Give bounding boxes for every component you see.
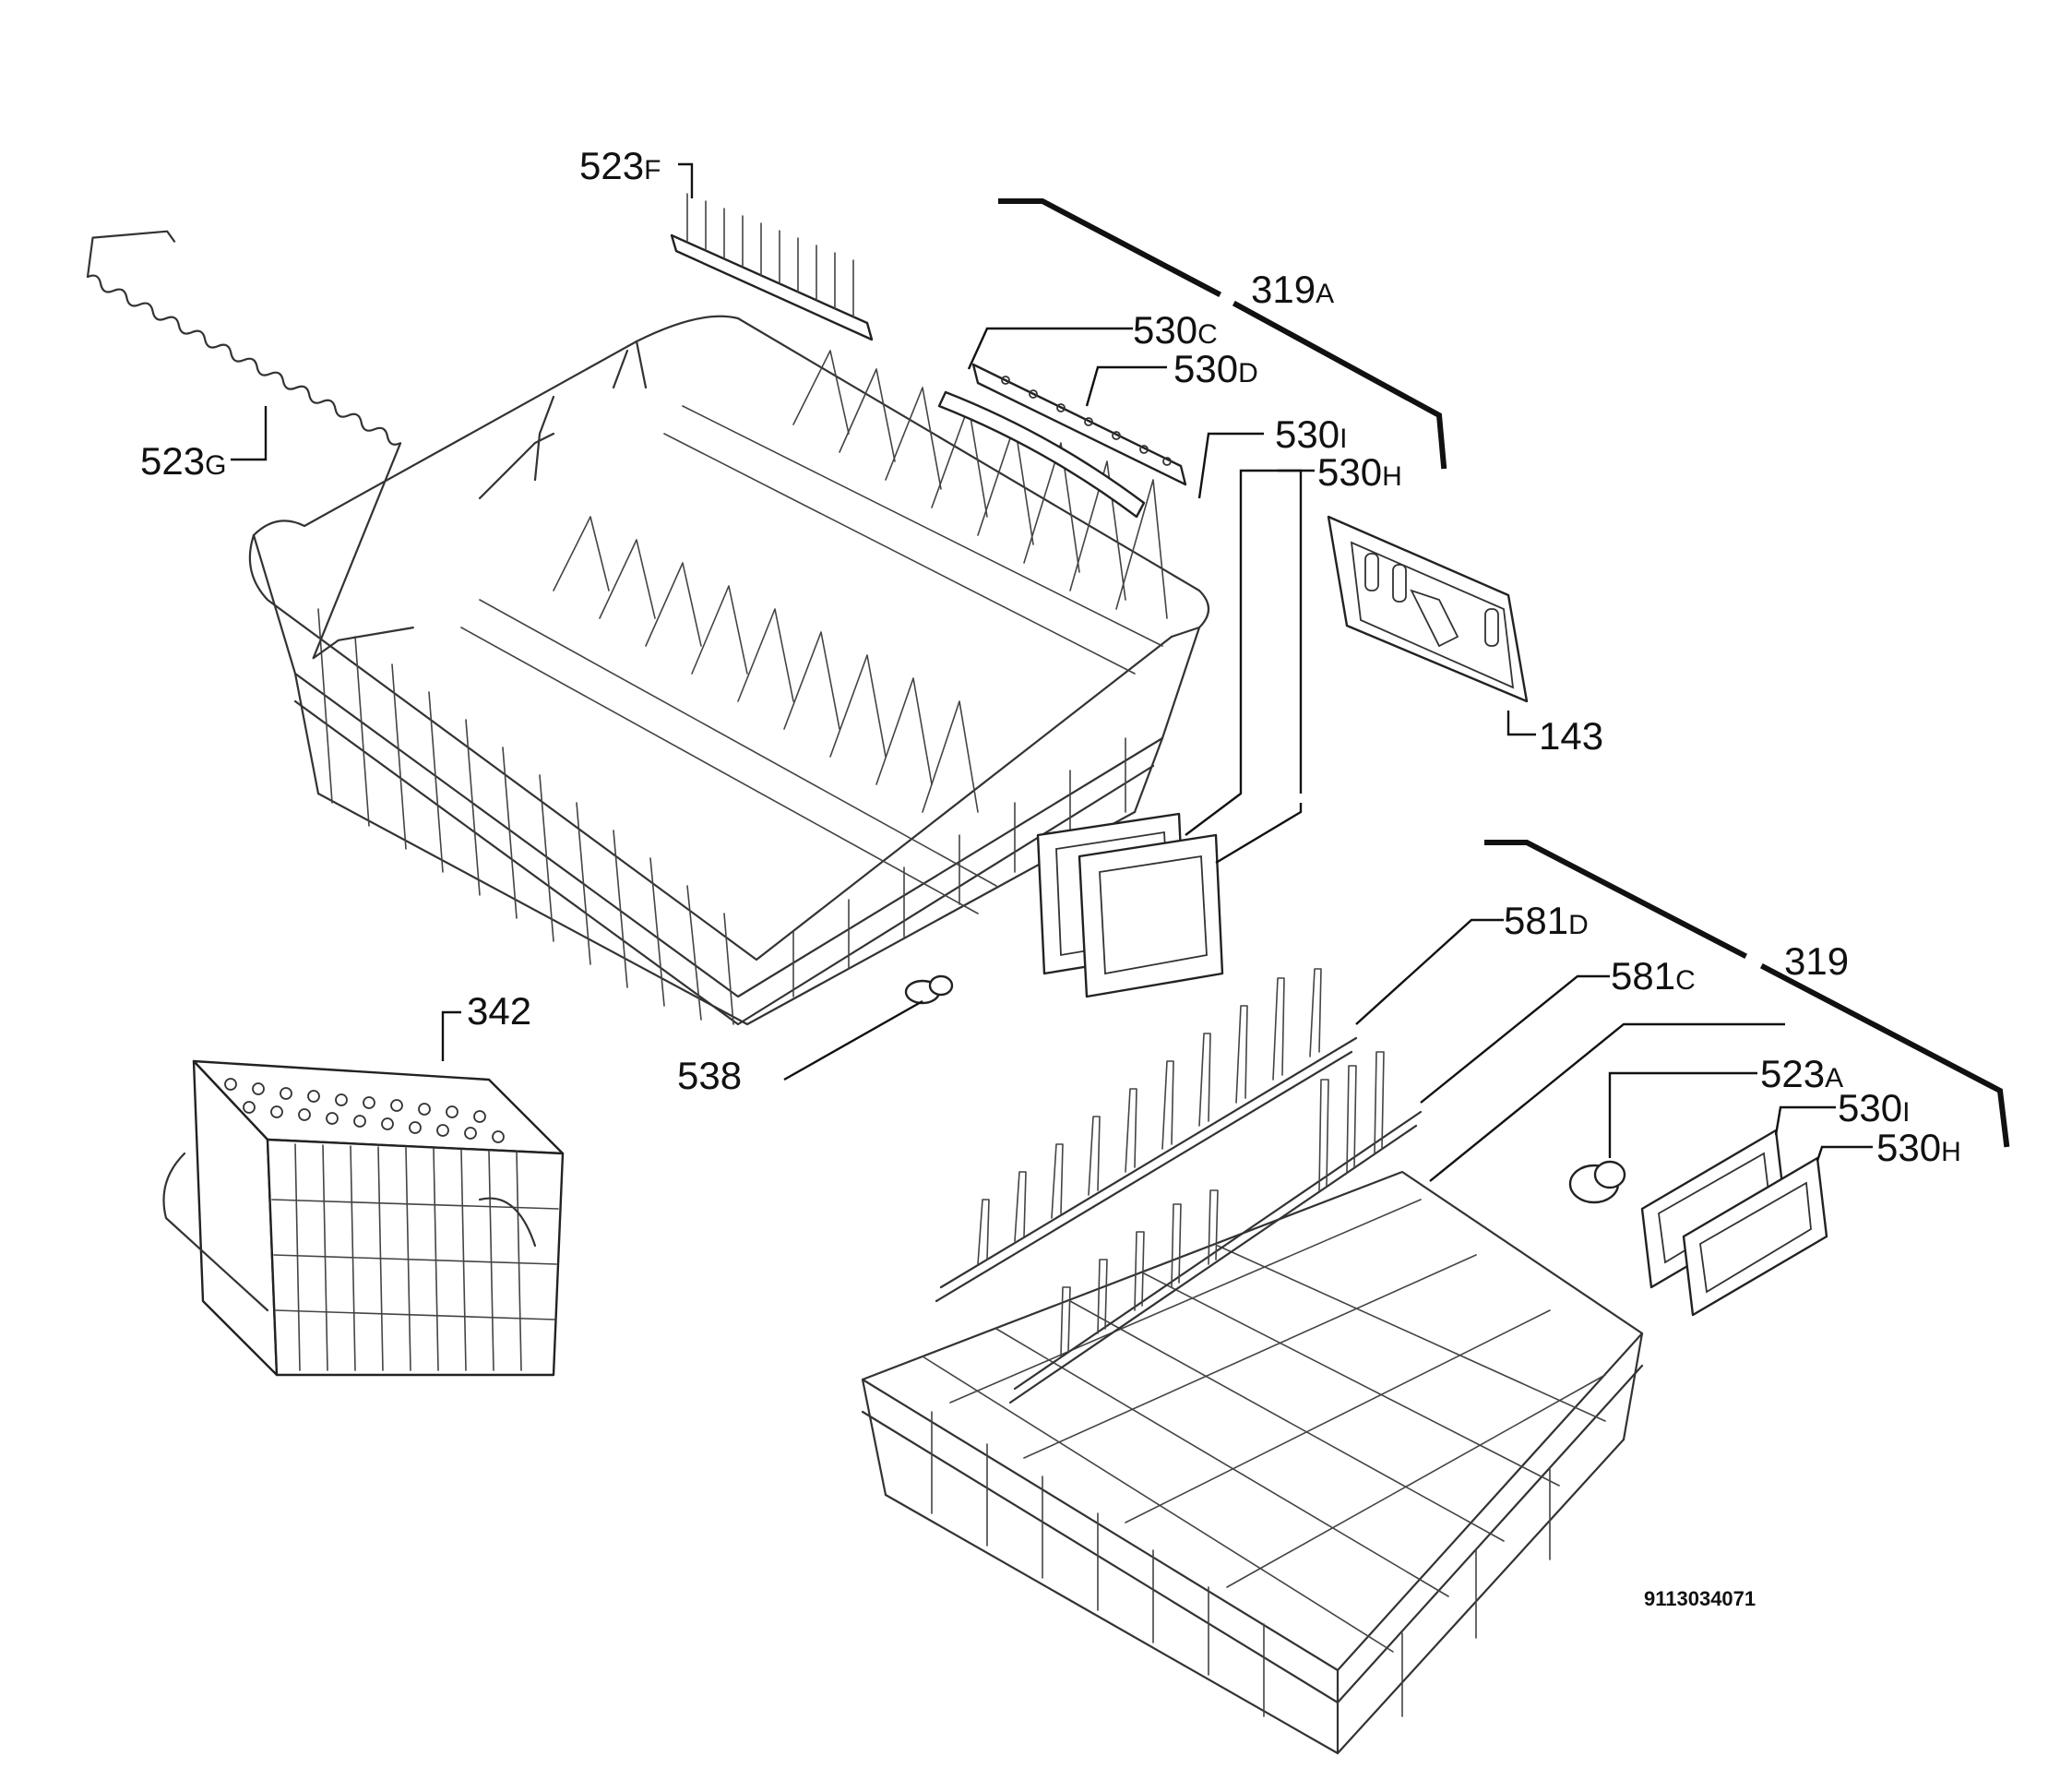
label-530i-upper-suffix: I	[1340, 424, 1347, 454]
label-530h-lower-num: 530	[1876, 1126, 1941, 1169]
label-143-num: 143	[1539, 714, 1603, 758]
label-581c-num: 581	[1611, 954, 1675, 998]
label-581d-suffix: D	[1568, 910, 1589, 940]
label-530d-suffix: D	[1238, 358, 1258, 388]
label-319a-num: 319	[1251, 268, 1316, 311]
label-523a-suffix: A	[1825, 1063, 1843, 1093]
group-bracket-319	[1484, 840, 2010, 1148]
label-523g: 523G	[140, 439, 226, 483]
label-530d-num: 530	[1173, 347, 1238, 390]
label-530c: 530C	[1133, 308, 1218, 352]
end-cap-530h-upper	[1078, 833, 1224, 998]
label-523a: 523A	[1760, 1052, 1843, 1095]
rail-530c	[937, 390, 1146, 519]
label-538: 538	[677, 1054, 742, 1097]
label-523f-num: 523	[579, 144, 644, 187]
label-530h-upper-suffix: H	[1382, 461, 1402, 492]
label-523g-suffix: G	[205, 450, 226, 481]
label-530h-upper: 530H	[1317, 450, 1402, 494]
cutlery-basket-342	[162, 1059, 565, 1377]
label-319a: 319A	[1251, 268, 1334, 311]
tine-strip-523f	[670, 193, 874, 341]
rail-530d	[971, 363, 1187, 486]
label-530d: 530D	[1173, 347, 1258, 390]
label-538-num: 538	[677, 1054, 742, 1097]
label-530i-lower: 530I	[1838, 1086, 1910, 1129]
label-530i-lower-num: 530	[1838, 1086, 1902, 1129]
end-cap-530h-lower	[1682, 1156, 1828, 1317]
label-342-num: 342	[467, 989, 531, 1033]
label-319a-suffix: A	[1316, 279, 1334, 309]
label-530c-num: 530	[1133, 308, 1197, 352]
group-bracket-319a	[998, 198, 1447, 470]
label-581c: 581C	[1611, 954, 1696, 998]
label-530h-lower-suffix: H	[1941, 1137, 1961, 1167]
label-530c-suffix: C	[1197, 319, 1218, 350]
label-581d-num: 581	[1504, 899, 1568, 942]
lower-basket	[861, 1170, 1644, 1755]
label-319: 319	[1784, 939, 1849, 983]
label-530i-upper-num: 530	[1275, 412, 1340, 456]
diagram-id: 9113034071	[1644, 1587, 1756, 1610]
label-530i-lower-suffix: I	[1902, 1097, 1910, 1128]
label-581d: 581D	[1504, 899, 1589, 942]
label-530i-upper: 530I	[1275, 412, 1347, 456]
label-523f: 523F	[579, 144, 661, 187]
label-530h-lower: 530H	[1876, 1126, 1961, 1169]
label-581c-suffix: C	[1675, 965, 1696, 996]
label-523f-suffix: F	[644, 155, 661, 185]
plate-rack-581c	[1008, 1051, 1423, 1404]
spring-wire-523g	[86, 230, 414, 660]
wheel-538	[904, 974, 954, 1005]
label-523g-num: 523	[140, 439, 205, 483]
height-adjuster-143	[1327, 515, 1529, 703]
label-342: 342	[467, 989, 531, 1033]
label-523a-num: 523	[1760, 1052, 1825, 1095]
label-319-num: 319	[1784, 939, 1849, 983]
label-143: 143	[1539, 714, 1603, 758]
wheel-523a	[1568, 1160, 1626, 1204]
label-530h-upper-num: 530	[1317, 450, 1382, 494]
plate-rack-581d	[935, 968, 1358, 1303]
leader-lines	[231, 162, 1873, 1182]
